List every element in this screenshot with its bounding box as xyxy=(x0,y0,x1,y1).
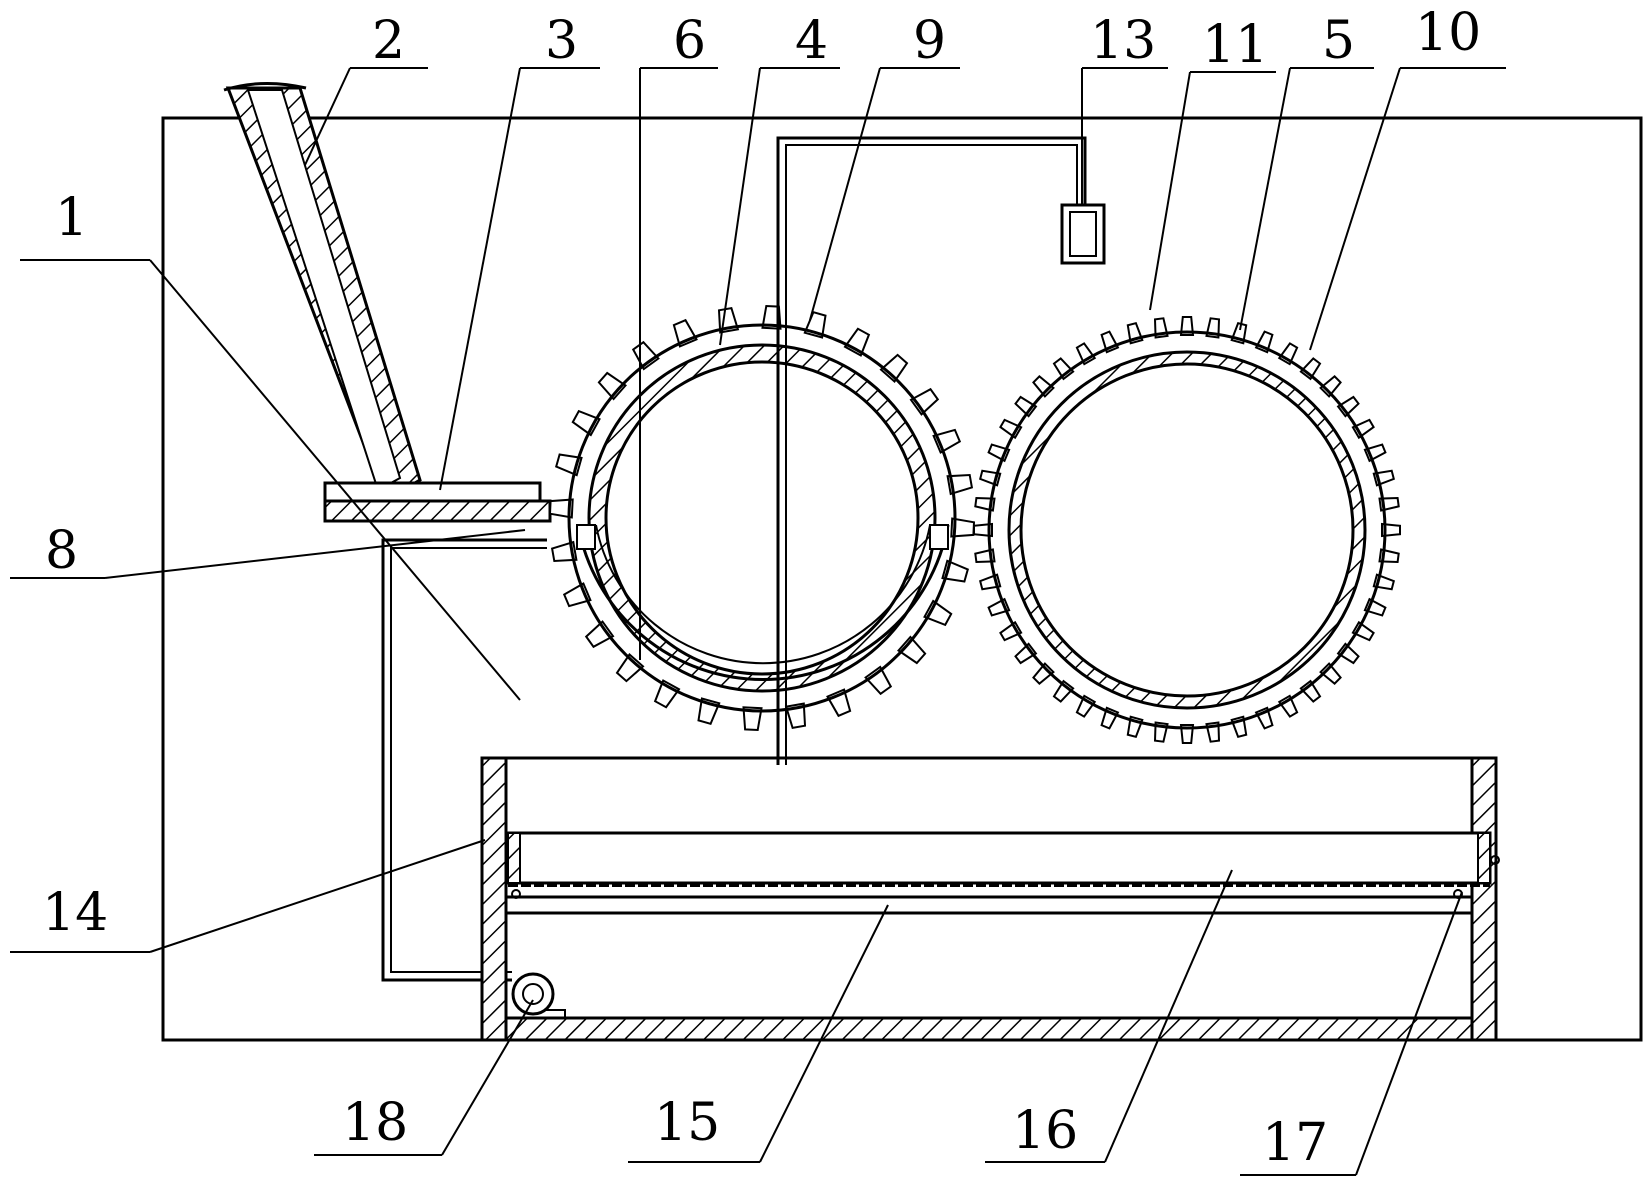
leftRoller-tooth xyxy=(584,620,615,649)
rightRoller-tooth xyxy=(1179,724,1195,744)
label-13: 13 xyxy=(1090,11,1156,71)
feed-chute xyxy=(223,82,422,503)
leftRoller-tooth xyxy=(597,371,627,401)
leftRoller-tooth xyxy=(879,353,909,383)
scraper-arc xyxy=(576,524,950,682)
leftRoller-tooth xyxy=(615,653,645,683)
guide-plate xyxy=(323,481,552,523)
filter-tray xyxy=(506,831,1492,887)
collection-box xyxy=(480,756,1498,1042)
label-16: 16 xyxy=(1012,1101,1078,1161)
rightRoller-tooth xyxy=(1381,522,1401,538)
rightRoller-tooth xyxy=(973,522,993,538)
leftRoller-tooth xyxy=(909,387,940,416)
rightRoller-tooth xyxy=(1032,375,1055,398)
label-17: 17 xyxy=(1262,1113,1328,1173)
leftRoller-tooth xyxy=(571,409,601,437)
label-11: 11 xyxy=(1202,15,1268,75)
rightRoller-tooth xyxy=(1299,357,1322,381)
rightRoller-tooth xyxy=(1319,375,1342,398)
leftRoller-tooth xyxy=(897,635,927,665)
label-9: 9 xyxy=(913,11,946,71)
label-14: 14 xyxy=(42,883,108,943)
label-4: 4 xyxy=(795,11,828,71)
rightRoller-tooth xyxy=(1179,316,1195,336)
label-18: 18 xyxy=(342,1093,408,1153)
leftRoller-tooth xyxy=(548,498,574,519)
leftRoller-tooth xyxy=(864,665,893,696)
rightRoller-tooth xyxy=(1052,357,1075,381)
rightRoller-tooth xyxy=(1052,679,1075,703)
rightRoller-tooth xyxy=(1319,662,1342,685)
label-10: 10 xyxy=(1415,3,1481,63)
label-2: 2 xyxy=(372,11,405,71)
leftRoller-tooth xyxy=(742,706,763,732)
rightRoller-tooth xyxy=(1299,679,1322,703)
right-roller xyxy=(973,316,1401,744)
label-1: 1 xyxy=(55,188,88,248)
label-6: 6 xyxy=(673,11,706,71)
left-roller xyxy=(548,304,976,732)
rightRoller-tooth xyxy=(1336,395,1360,418)
label-3: 3 xyxy=(545,11,578,71)
rightRoller-tooth xyxy=(1014,642,1038,665)
leftRoller-tooth xyxy=(843,327,871,357)
leftRoller-tooth xyxy=(923,599,953,627)
rightRoller-tooth xyxy=(1014,395,1038,418)
nozzle-block xyxy=(576,524,596,550)
rightRoller-tooth xyxy=(1336,642,1360,665)
label-15: 15 xyxy=(654,1093,720,1153)
leftRoller-tooth xyxy=(653,679,681,709)
label-5: 5 xyxy=(1322,11,1355,71)
leader-lines xyxy=(10,67,1506,1176)
label-8: 8 xyxy=(45,521,78,581)
water-pipe xyxy=(776,136,1087,765)
leftRoller-tooth xyxy=(950,517,976,538)
pump xyxy=(511,972,566,1018)
rightRoller-tooth xyxy=(1032,662,1055,685)
return-pipe xyxy=(381,538,547,982)
slide-rail xyxy=(506,855,1500,915)
